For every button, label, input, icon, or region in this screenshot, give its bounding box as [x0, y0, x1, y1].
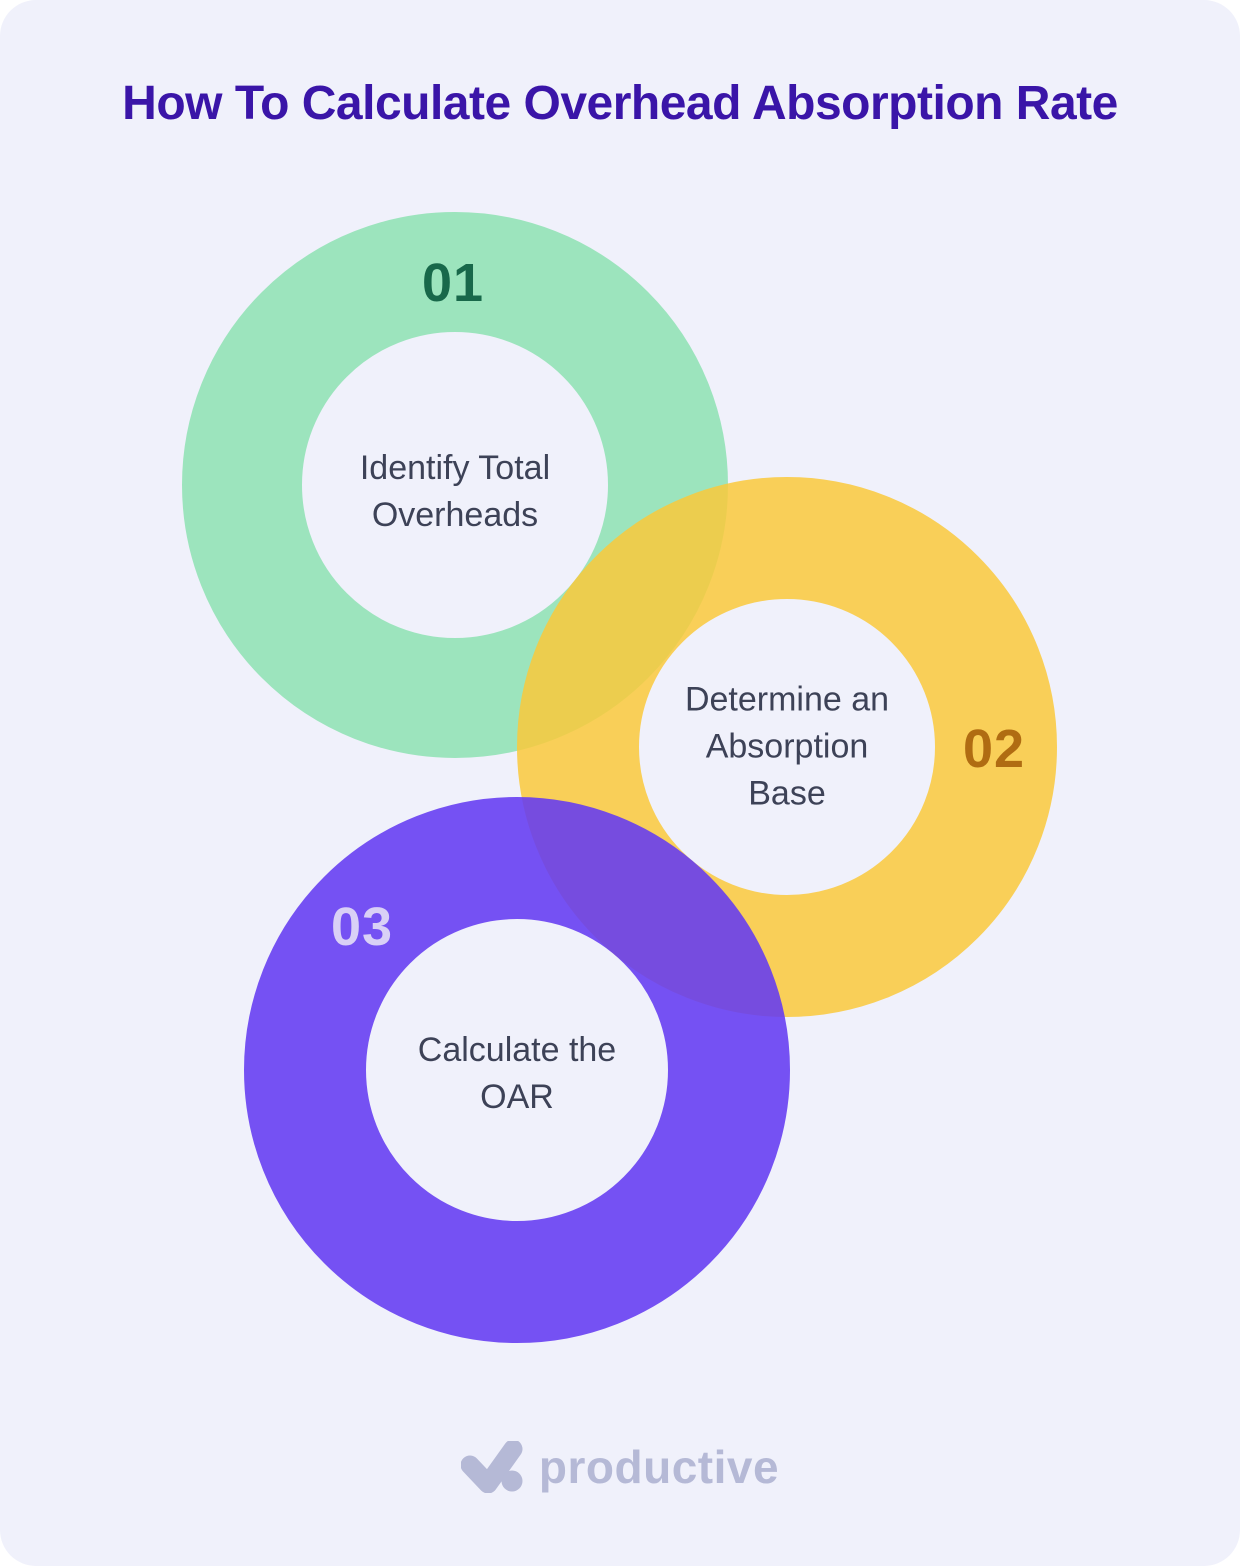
ring-step-3: [244, 797, 790, 1343]
page-title: How To Calculate Overhead Absorption Rat…: [122, 77, 1118, 130]
step-1-label: Identify Total Overheads: [359, 449, 551, 534]
step-3-label: Calculate the OAR: [417, 1031, 617, 1116]
logo-checkmark-icon: [460, 1441, 523, 1493]
step-1-number: 01: [421, 253, 485, 313]
ring-step-2: [517, 477, 1057, 1017]
step-2-label: Determine an Absorption Base: [684, 680, 890, 813]
productive-logo: productive: [0, 1440, 1240, 1494]
logo-text: productive: [538, 1441, 780, 1493]
step-3-number: 03: [330, 897, 394, 957]
step-2-number: 02: [962, 719, 1026, 779]
ring-step-1: [182, 212, 728, 758]
